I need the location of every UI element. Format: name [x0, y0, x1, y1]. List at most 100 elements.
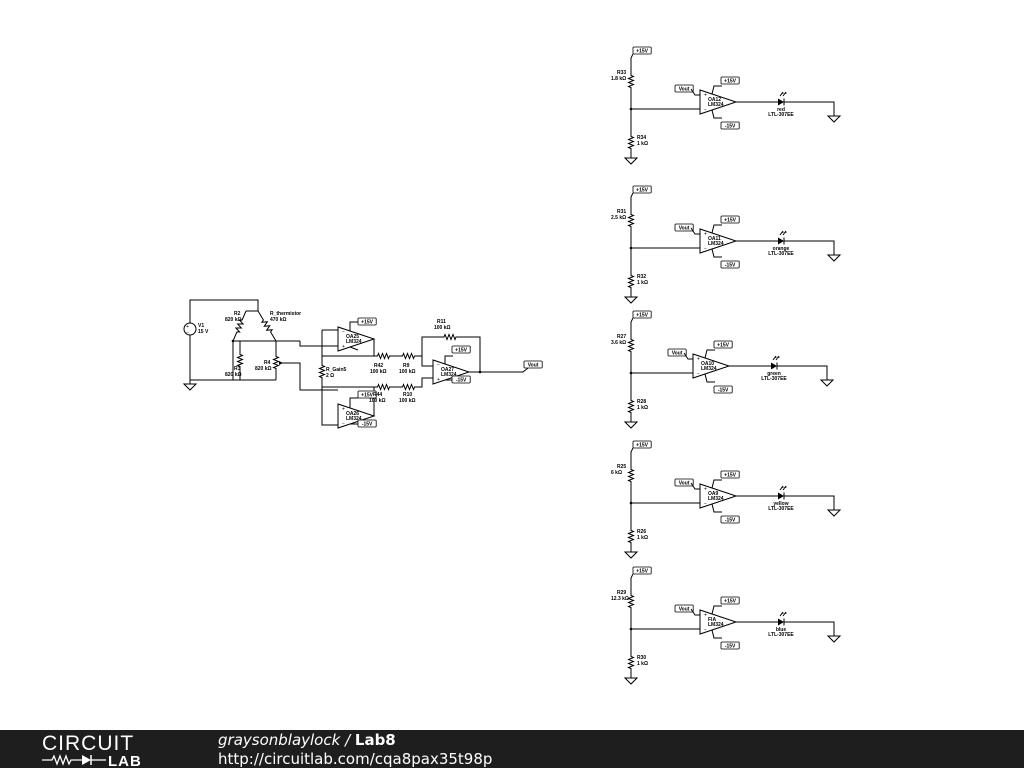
opamp-name: OA27	[441, 367, 454, 373]
r42-name: R42	[374, 363, 383, 369]
ground-icon	[826, 115, 842, 123]
resistor-glyph-icon	[42, 754, 82, 766]
wire	[704, 349, 715, 359]
vout-input-label: Vout	[674, 604, 694, 613]
net-label-box	[713, 385, 733, 394]
opamp-model: LM324	[441, 372, 457, 378]
vout-input-label: Vout	[674, 478, 694, 487]
ground-icon	[623, 157, 639, 165]
wire	[444, 355, 453, 364]
led-part-label: LTL-307EE	[768, 112, 794, 118]
opamp-supply-pos-label: +15V	[720, 596, 740, 605]
net-label-text: +15V	[717, 342, 729, 348]
net-label-text: -15V	[456, 377, 467, 383]
net-label-text: -15V	[725, 262, 736, 268]
project-url[interactable]: http://circuitlab.com/cqa8pax35t98p	[218, 750, 493, 768]
r-gain5-name: R_Gain5	[326, 367, 347, 373]
net-label-box	[720, 596, 740, 605]
r42-value: 100 kΩ	[370, 369, 387, 375]
r2-value: 820 kΩ	[225, 317, 242, 323]
led-ray-icon	[781, 92, 784, 94]
led-ray-icon	[784, 92, 787, 94]
supply-pos-label: +15V	[357, 390, 377, 399]
divider-top-name: R33	[617, 70, 626, 76]
wire	[711, 629, 722, 639]
ground-symbol	[826, 635, 842, 643]
wire	[784, 101, 835, 116]
r-thermistor-name: R_thermistor	[270, 311, 301, 317]
ground-symbol	[623, 551, 639, 559]
net-label-box	[632, 440, 652, 449]
wire	[321, 330, 375, 357]
net-label-box	[357, 419, 377, 428]
wire	[630, 192, 634, 201]
circuitlab-logo[interactable]: CIRCUIT LAB	[42, 732, 177, 766]
net-label-box	[632, 185, 652, 194]
r44-value: 100 kΩ	[369, 398, 386, 404]
opamp-name: FIA	[708, 617, 716, 623]
ground-symbol	[623, 157, 639, 165]
vout-input-label: Vout	[674, 84, 694, 93]
divider-bottom-name: R34	[637, 135, 646, 141]
resistor-divider-top	[627, 201, 635, 240]
author-name[interactable]: graysonblaylock	[218, 731, 341, 749]
net-label-text: +15V	[724, 217, 736, 223]
opamp-name: OA12	[708, 97, 721, 103]
opamp-model: LM324	[346, 339, 362, 345]
source-name: V1	[198, 323, 204, 329]
opamp-icon	[699, 609, 738, 635]
net-label-text: Vout	[672, 350, 683, 356]
r10-name: R10	[403, 392, 412, 398]
resistor-r4	[272, 345, 280, 380]
led-ray-icon	[774, 356, 777, 358]
opamp-model: LM324	[701, 366, 717, 372]
supply-pos-label: +15V	[357, 317, 377, 326]
resistor-r-gain5	[318, 356, 326, 387]
wire	[784, 621, 835, 636]
opamp-inverting-sign: +	[342, 407, 345, 413]
opamp-model: LM324	[708, 496, 724, 502]
net-label-box	[720, 121, 740, 130]
opamp-inverting-sign: +	[697, 357, 700, 363]
ground-icon	[623, 551, 639, 559]
diode-glyph-icon	[82, 755, 91, 765]
opamp-name: OA26	[346, 411, 359, 417]
net-label-text: -15V	[362, 421, 373, 427]
r44-name: R44	[373, 392, 382, 398]
opamp-inverting-sign: +	[704, 232, 707, 238]
title-separator: /	[340, 731, 355, 749]
led-color-label: blue	[776, 627, 786, 633]
net-label-box	[674, 84, 694, 93]
project-name[interactable]: Lab8	[354, 731, 396, 749]
opamp-inverting-sign: −	[437, 363, 440, 369]
led-ray-icon	[784, 486, 787, 488]
net-label-text: +15V	[636, 568, 648, 574]
resistor-r10	[399, 383, 418, 391]
opamp-inverting-sign: −	[342, 330, 345, 336]
net-label-box	[451, 345, 471, 354]
wire	[349, 346, 359, 351]
led-ray-icon	[781, 231, 784, 233]
resistor-r11	[430, 333, 470, 341]
resistor-r2	[232, 310, 247, 342]
led-icon	[778, 492, 784, 500]
divider-supply-label: +15V	[632, 46, 652, 55]
ground-symbol	[826, 115, 842, 123]
divider-top-value: 6 kΩ	[611, 470, 622, 476]
opamp-supply-pos-label: +15V	[720, 76, 740, 85]
ground-icon	[182, 383, 198, 391]
logo-text-top: CIRCUIT	[42, 732, 134, 755]
wire	[711, 224, 722, 234]
opamp-icon	[692, 353, 731, 379]
opamp-supply-pos-label: +15V	[720, 470, 740, 479]
opamp-noninverting-sign: −	[704, 107, 707, 113]
